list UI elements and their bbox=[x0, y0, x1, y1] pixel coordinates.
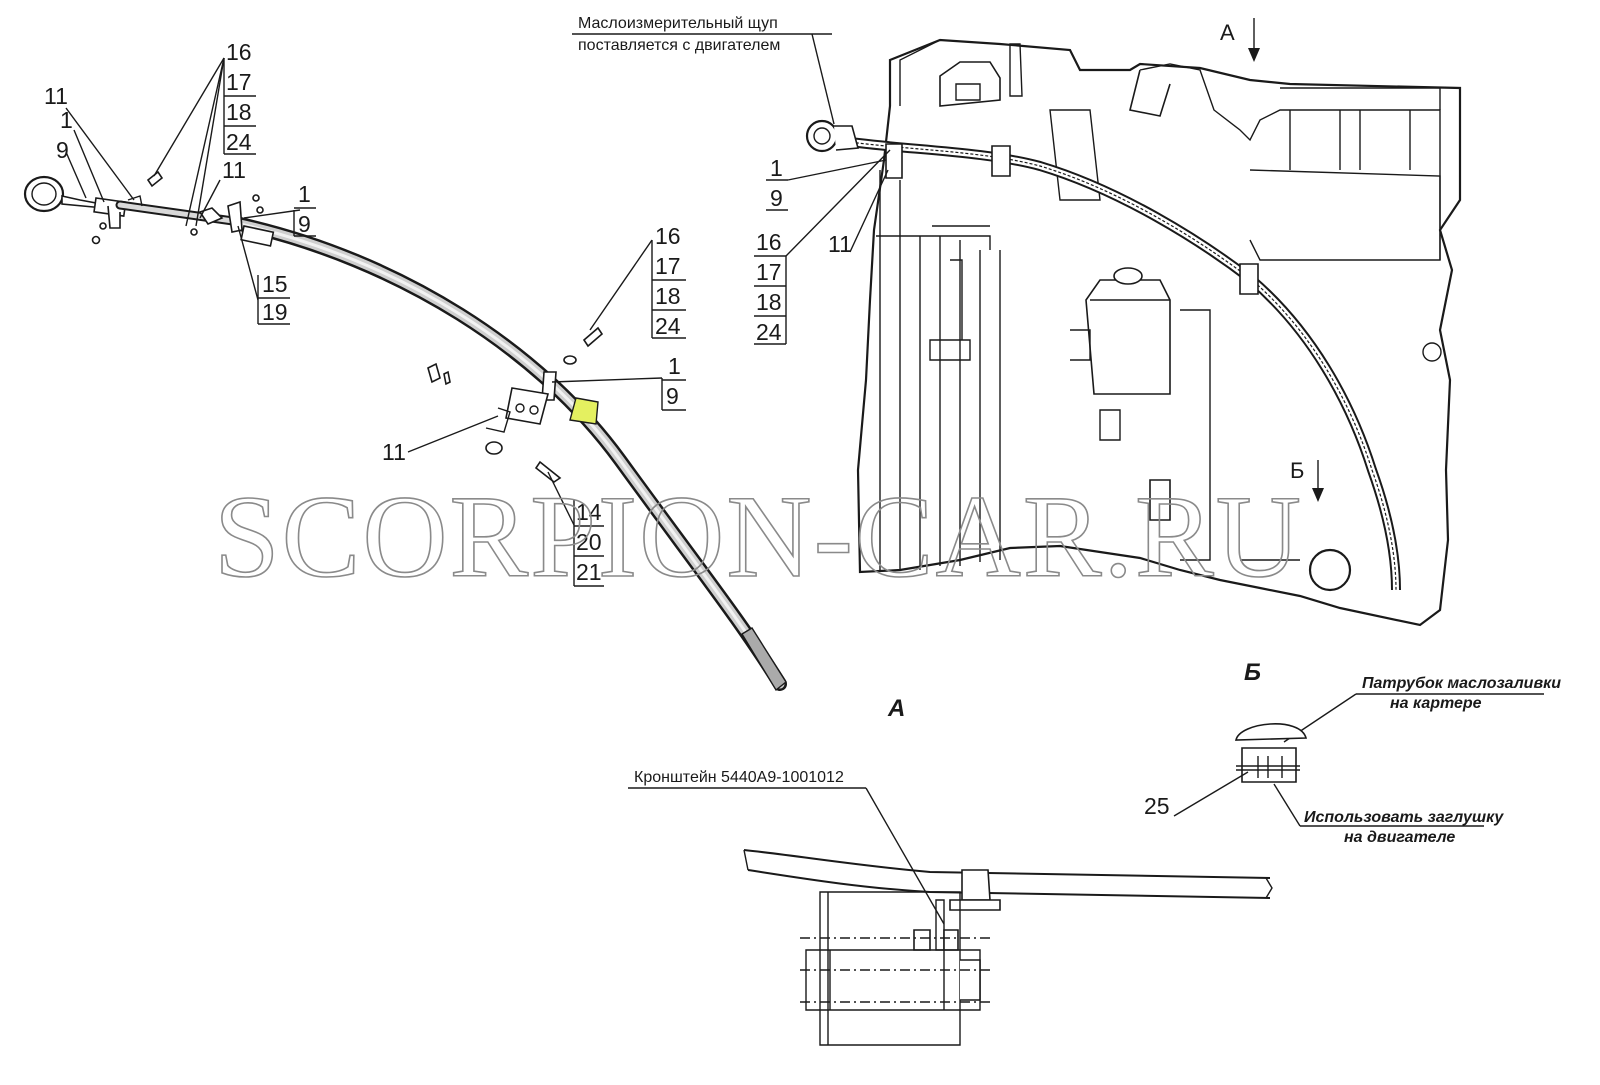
engine-view bbox=[805, 38, 1462, 627]
callout-11-c: 11 bbox=[382, 439, 406, 465]
callout-21: 21 bbox=[576, 559, 602, 585]
dipstick-ring bbox=[23, 175, 65, 213]
callout-9-mid: 9 bbox=[666, 383, 679, 409]
left-leader-lines bbox=[65, 57, 663, 586]
view-b-detail: Б Патрубок маслозаливки на картере 25 Ис… bbox=[1144, 659, 1561, 846]
view-callout-24: 24 bbox=[756, 319, 782, 345]
view-arrow-b-label: Б bbox=[1290, 458, 1304, 483]
view-callout-17: 17 bbox=[756, 259, 782, 285]
engine-view-callouts: Маслоизмерительный щуп поставляется с дв… bbox=[572, 15, 1324, 502]
view-arrow-a-label: А bbox=[1220, 20, 1235, 45]
watermark: SCORPION-CAR.RU bbox=[214, 471, 1303, 602]
highlighted-clamp bbox=[569, 397, 599, 425]
bracket-note: Кронштейн 5440А9-1001012 bbox=[634, 769, 844, 786]
view-b-title: Б bbox=[1244, 659, 1261, 686]
callout-9-a: 9 bbox=[56, 137, 69, 163]
callout-9-top: 9 bbox=[298, 211, 311, 237]
callout-17-mid: 17 bbox=[655, 253, 681, 279]
view-callout-11: 11 bbox=[828, 231, 852, 257]
callout-24-top: 24 bbox=[226, 129, 252, 155]
view-b-top-note-line2: на картере bbox=[1390, 695, 1482, 712]
callout-16-mid: 16 bbox=[655, 223, 681, 249]
dipstick-note-line2: поставляется с двигателем bbox=[578, 37, 780, 54]
view-arrow-a-icon bbox=[1248, 48, 1260, 62]
callout-11-a: 11 bbox=[44, 83, 68, 109]
callout-20: 20 bbox=[576, 529, 602, 555]
callout-1-a: 1 bbox=[60, 107, 73, 133]
dipstick-note-line1: Маслоизмерительный щуп bbox=[578, 15, 778, 32]
view-b-top-note-line1: Патрубок маслозаливки bbox=[1362, 675, 1561, 692]
callout-1-top: 1 bbox=[298, 181, 311, 207]
callout-24-mid: 24 bbox=[655, 313, 681, 339]
callout-15: 15 bbox=[262, 271, 288, 297]
callout-14: 14 bbox=[576, 499, 602, 525]
view-callout-16: 16 bbox=[756, 229, 782, 255]
filler-neck-cap bbox=[1234, 723, 1308, 741]
reservoir bbox=[1085, 279, 1171, 395]
callout-11-b: 11 bbox=[222, 157, 246, 183]
callout-18-mid: 18 bbox=[655, 283, 681, 309]
left-callouts: 16 17 18 24 11 1 9 11 1 9 15 19 16 17 18… bbox=[44, 39, 686, 587]
callout-17-top: 17 bbox=[226, 69, 252, 95]
filler-neck bbox=[1241, 747, 1297, 783]
view-a-detail: А Кронштейн 5440А9-1001012 bbox=[628, 695, 1273, 1046]
view-b-bottom-note-line2: на двигателе bbox=[1344, 829, 1455, 846]
view-callout-18: 18 bbox=[756, 289, 782, 315]
dipstick-assembly bbox=[23, 170, 787, 692]
callout-1-mid: 1 bbox=[668, 353, 681, 379]
view-b-callout-25: 25 bbox=[1144, 793, 1170, 819]
view-callout-1: 1 bbox=[770, 155, 783, 181]
callout-19: 19 bbox=[262, 299, 288, 325]
view-a-title: А bbox=[887, 695, 905, 722]
callout-18-top: 18 bbox=[226, 99, 252, 125]
callout-16-top: 16 bbox=[226, 39, 252, 65]
view-b-bottom-note-line1: Использовать заглушку bbox=[1304, 809, 1504, 826]
view-arrow-b-icon bbox=[1312, 488, 1324, 502]
view-callout-9: 9 bbox=[770, 185, 783, 211]
